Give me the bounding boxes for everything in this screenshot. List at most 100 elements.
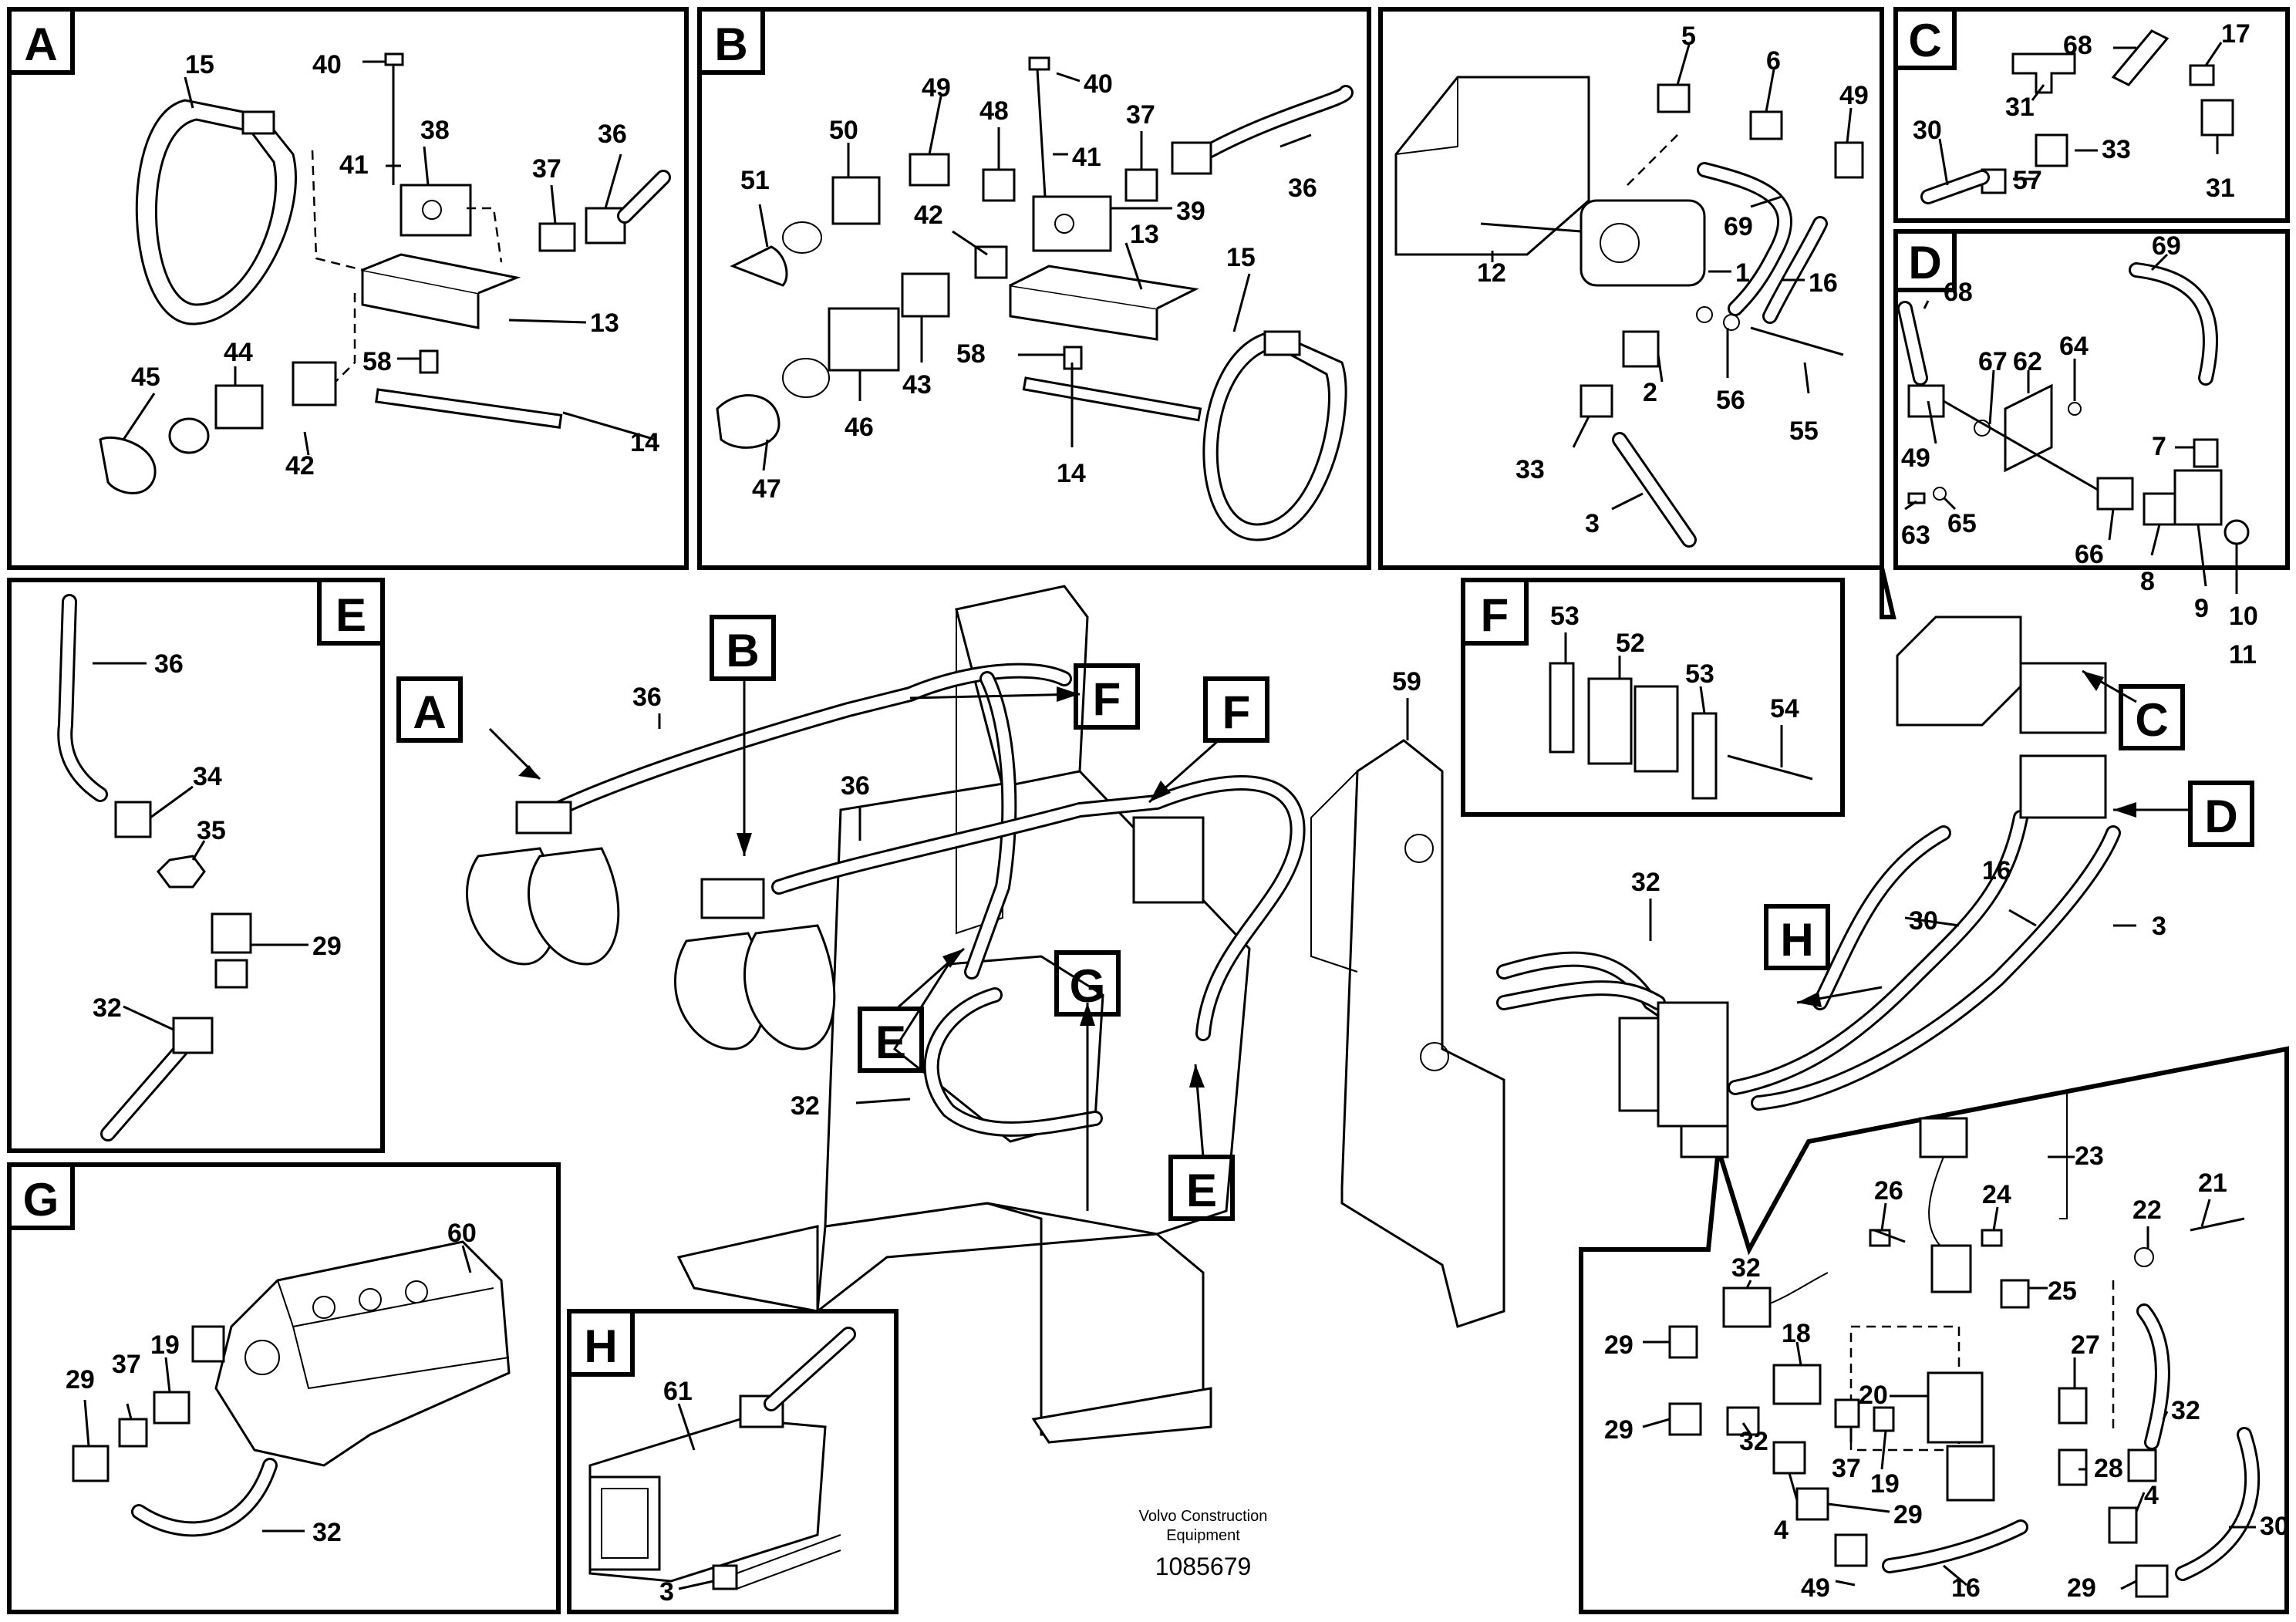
callout-e1: E: [858, 1007, 924, 1073]
panel-e: E 36 34 35 29 32: [7, 578, 385, 1153]
label-54: 54: [1770, 694, 1799, 723]
panel-h-detail: 23 26 24 21 22 32 25 18 29 20 27 29 32 3…: [1579, 1046, 2289, 1614]
label-52: 52: [1616, 629, 1645, 658]
label-16: 16: [1809, 268, 1838, 298]
label-27: 27: [2071, 1330, 2100, 1360]
label-3: 3: [1585, 509, 1600, 538]
label-9: 9: [2194, 594, 2209, 623]
label-37: 37: [532, 154, 561, 184]
label-67: 67: [1978, 347, 2008, 376]
label-2: 2: [1643, 378, 1657, 407]
label-29: 29: [1604, 1415, 1633, 1445]
label-6: 6: [1766, 46, 1781, 76]
panel-d-tag: D: [1908, 237, 1941, 288]
main-assembly: A B F F C D E E: [396, 585, 2254, 1444]
label-19: 19: [1870, 1469, 1900, 1499]
panel-c: C 68 17 31 30 33 57 31: [1893, 7, 2290, 223]
panel-b-tag: B: [714, 19, 747, 70]
label-16: 16: [1951, 1573, 1981, 1603]
label-25: 25: [2048, 1276, 2077, 1306]
svg-text:A: A: [413, 686, 446, 738]
label-3: 3: [659, 1577, 674, 1607]
panel-f: F 53 52 53 54: [1461, 578, 1845, 817]
callout-f2: F: [1203, 676, 1269, 743]
panel-c-tag: C: [1908, 15, 1941, 66]
callout-d: D: [2188, 781, 2254, 847]
main-label-59: 59: [1392, 667, 1421, 696]
label-33: 33: [1515, 455, 1545, 484]
svg-text:E: E: [1186, 1165, 1217, 1216]
label-49: 49: [1801, 1573, 1830, 1603]
label-32: 32: [312, 1518, 342, 1547]
caption-company: Volvo Construction: [1139, 1508, 1268, 1525]
label-31: 31: [2005, 93, 2035, 122]
label-14: 14: [1057, 459, 1086, 488]
label-41: 41: [339, 150, 369, 180]
label-50: 50: [829, 116, 858, 145]
label-29: 29: [312, 932, 342, 961]
svg-text:F: F: [1093, 673, 1121, 725]
label-21: 21: [2198, 1168, 2227, 1198]
callout-e2: E: [1168, 1155, 1235, 1221]
label-58: 58: [362, 347, 392, 376]
svg-text:D: D: [2204, 791, 2237, 842]
panel-g-tag: G: [23, 1174, 59, 1226]
panel-e-tag: E: [335, 589, 366, 641]
main-label-3: 3: [2152, 912, 2166, 941]
svg-text:C: C: [2135, 694, 2168, 746]
label-45: 45: [131, 363, 160, 392]
label-12: 12: [1477, 258, 1506, 288]
label-29: 29: [1604, 1330, 1633, 1360]
main-label-36a: 36: [632, 683, 662, 712]
svg-text:E: E: [875, 1017, 906, 1068]
callout-g: G: [1054, 950, 1121, 1017]
label-32: 32: [2171, 1396, 2200, 1425]
caption: Volvo Construction Equipment 1085679: [1139, 1508, 1268, 1580]
label-66: 66: [2075, 540, 2104, 569]
panel-h: H 61 3: [567, 1309, 899, 1614]
label-48: 48: [979, 96, 1009, 126]
panel-f-tag: F: [1481, 589, 1509, 641]
label-43: 43: [902, 370, 932, 400]
caption-subtitle: Equipment: [1166, 1527, 1240, 1544]
main-label-16: 16: [1982, 856, 2011, 885]
label-5: 5: [1681, 22, 1696, 51]
main-label-32b: 32: [791, 1091, 820, 1121]
panel-g: G 60 19 37 29 32: [7, 1162, 561, 1614]
label-13: 13: [590, 309, 619, 338]
label-68: 68: [1944, 278, 1973, 307]
label-62: 62: [2013, 347, 2042, 376]
label-61: 61: [663, 1377, 693, 1406]
label-28: 28: [2094, 1454, 2123, 1483]
label-11: 11: [2229, 640, 2257, 669]
label-7: 7: [2152, 432, 2166, 461]
label-35: 35: [197, 816, 226, 845]
label-13: 13: [1130, 220, 1159, 249]
svg-text:H: H: [1780, 914, 1813, 966]
label-37: 37: [112, 1350, 141, 1379]
label-57: 57: [2013, 166, 2042, 195]
callout-a: A: [396, 676, 463, 743]
label-19: 19: [150, 1330, 180, 1360]
label-22: 22: [2132, 1195, 2162, 1225]
label-4: 4: [2144, 1481, 2159, 1510]
label-31: 31: [2206, 174, 2235, 203]
panel-pump: 5 6 49 1 12 69 16 2 56 55 33 3: [1378, 7, 1896, 619]
panel-h-tag: H: [584, 1320, 617, 1372]
label-42: 42: [285, 451, 315, 481]
panel-d: D 69: [1893, 229, 2290, 669]
label-38: 38: [420, 116, 450, 145]
label-23: 23: [2075, 1141, 2104, 1171]
label-10: 10: [2229, 602, 2258, 631]
label-37: 37: [1126, 100, 1155, 130]
label-1: 1: [1735, 258, 1750, 288]
label-33: 33: [2102, 135, 2131, 164]
svg-text:B: B: [726, 625, 759, 676]
main-label-32: 32: [1631, 868, 1660, 897]
label-29: 29: [66, 1365, 95, 1394]
label-47: 47: [752, 474, 781, 504]
caption-number: 1085679: [1155, 1553, 1252, 1580]
label-53: 53: [1550, 602, 1580, 631]
panel-a-tag: A: [24, 19, 57, 70]
label-37: 37: [1832, 1454, 1861, 1483]
